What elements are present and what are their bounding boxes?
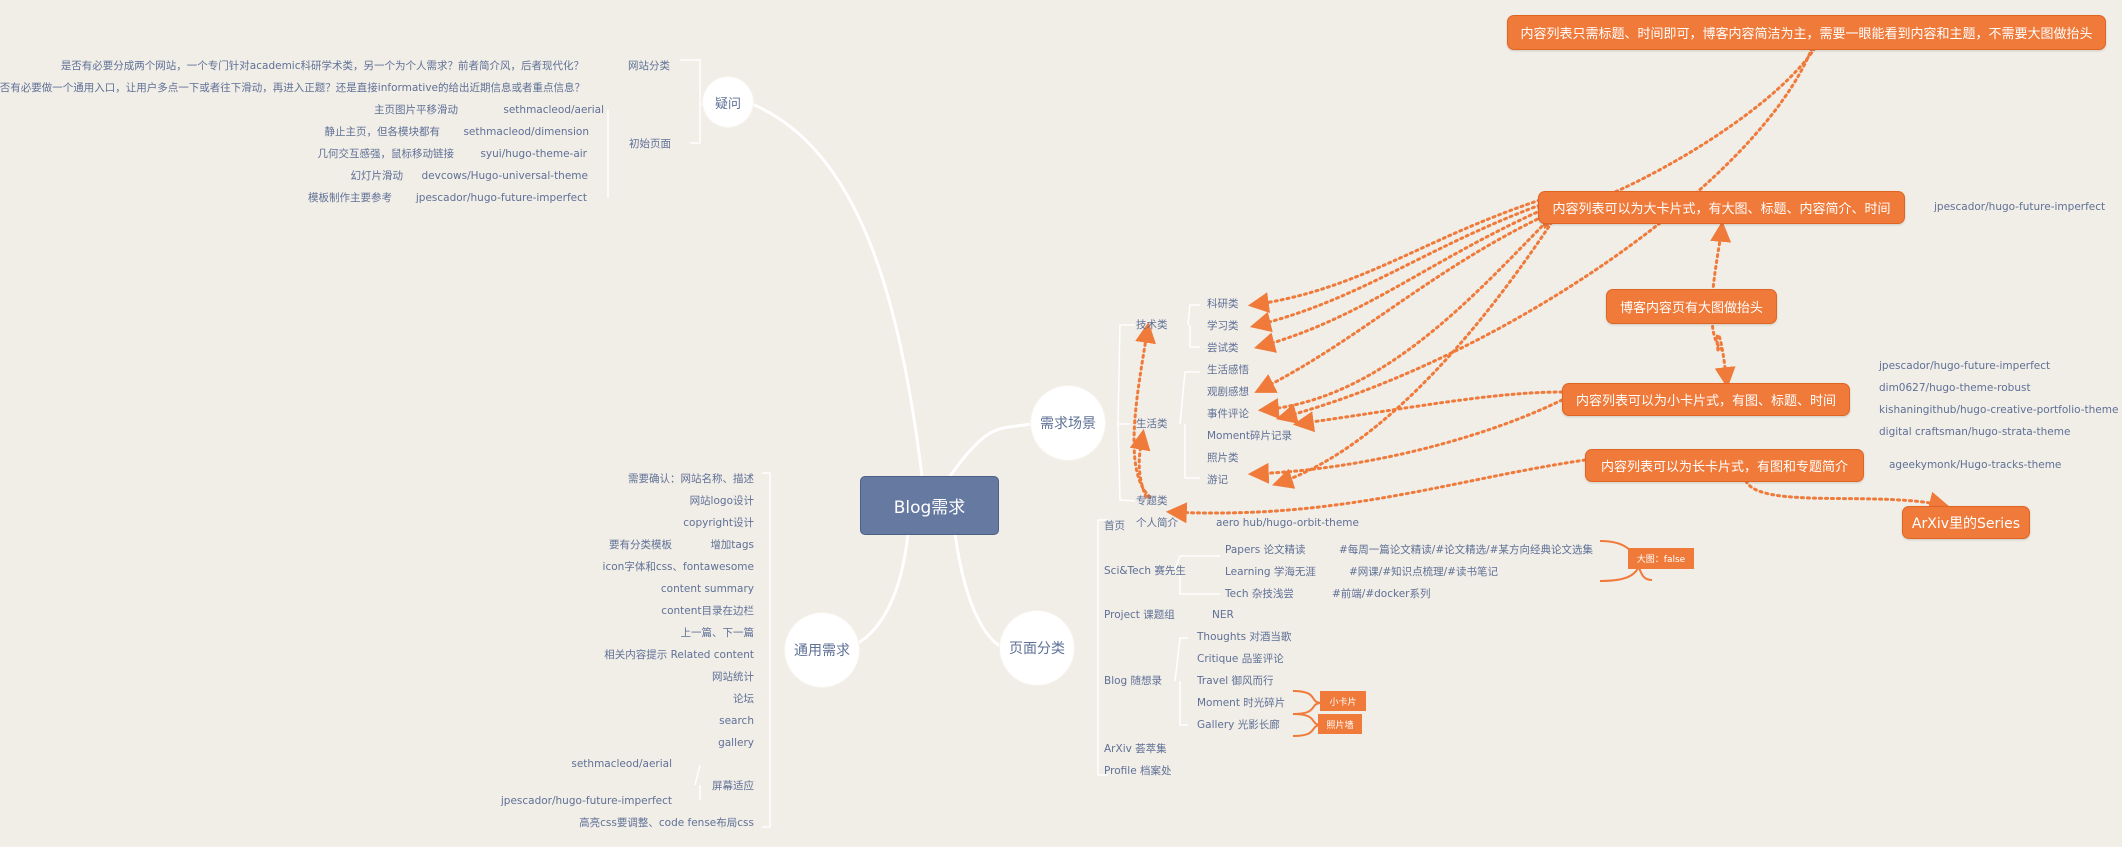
general-item-7: 上一篇、下一篇: [680, 627, 755, 639]
page-papers-ref: #每周一篇论文精读/#论文精选/#某方向经典论文选集: [1339, 544, 1593, 556]
site-split-question: 是否有必要分成两个网站，一个专门针对academic科研学术类，另一个为个人需求…: [60, 60, 584, 72]
initial-page-desc-5: 模板制作主要参考: [308, 192, 392, 204]
note-arxiv-series[interactable]: ArXiv里的Series: [1902, 506, 2030, 539]
general-item-12: gallery: [718, 737, 754, 749]
initial-page-ref-3: syui/hugo-theme-air: [480, 148, 587, 160]
page-home: 首页: [1104, 520, 1125, 532]
scenario-life: 生活类: [1136, 418, 1168, 430]
note-long-card-ref: ageekymonk/Hugo-tracks-theme: [1889, 459, 2062, 471]
initial-page-desc-4: 幻灯片滑动: [350, 170, 404, 182]
page-home-profile: 个人简介: [1136, 517, 1178, 529]
branch-pages[interactable]: 页面分类: [1000, 611, 1074, 685]
initial-page-ref-1: sethmacleod/aerial: [503, 104, 604, 116]
scenario-life-5: 照片类: [1207, 452, 1239, 464]
page-tech: Tech 杂技浅尝: [1225, 588, 1294, 600]
note-small-card[interactable]: 内容列表可以为小卡片式，有图、标题、时间: [1562, 383, 1850, 416]
root-node[interactable]: Blog需求: [860, 476, 999, 535]
page-blog-item-5: Gallery 光影长廊: [1197, 719, 1280, 731]
general-item-3: copyright设计: [683, 517, 754, 529]
site-split-label: 网站分类: [628, 60, 670, 72]
general-item-10: 论坛: [733, 693, 754, 705]
note-small-card-ref-1: jpescador/hugo-future-imperfect: [1879, 360, 2051, 372]
scenario-life-4: Moment碎片记录: [1207, 430, 1292, 442]
page-blog-item-4: Moment 时光碎片: [1197, 697, 1286, 709]
photo-wall-tag: 照片墙: [1318, 714, 1362, 734]
page-blog-item-2: Critique 品鉴评论: [1197, 653, 1284, 665]
branch-questions[interactable]: 疑问: [703, 77, 753, 127]
note-big-header[interactable]: 博客内容页有大图做抬头: [1606, 289, 1777, 324]
initial-page-desc-1: 主页图片平移滑动: [374, 104, 458, 116]
initial-page-label: 初始页面: [629, 138, 671, 150]
page-papers: Papers 论文精读: [1225, 544, 1306, 556]
general-adapt: 屏幕适应: [712, 780, 754, 792]
general-tags: 增加tags: [710, 539, 754, 551]
general-item-4: icon字体和css、fontawesome: [602, 561, 754, 573]
scenario-life-6: 游记: [1207, 474, 1228, 486]
note-big-card-ref: jpescador/hugo-future-imperfect: [1934, 201, 2106, 213]
page-project-ref: NER: [1212, 609, 1234, 621]
page-tech-ref: #前端/#docker系列: [1332, 588, 1431, 600]
page-profile: Profile 档案处: [1104, 765, 1172, 777]
scenario-life-3: 事件评论: [1207, 408, 1249, 420]
branch-general[interactable]: 通用需求: [785, 613, 859, 687]
initial-page-ref-5: jpescador/hugo-future-imperfect: [415, 192, 587, 204]
general-item-1: 需要确认：网站名称、描述: [628, 473, 754, 485]
general-item-6: content目录在边栏: [661, 605, 754, 617]
note-long-card[interactable]: 内容列表可以为长卡片式，有图和专题简介: [1585, 449, 1864, 482]
general-item-5: content summary: [660, 583, 754, 595]
scenario-tech-trial: 尝试类: [1207, 342, 1239, 354]
general-adapt-ref-1: sethmacleod/aerial: [571, 758, 672, 770]
general-item-11: search: [719, 715, 754, 727]
page-scitech: Sci&Tech 赛先生: [1104, 565, 1186, 577]
page-learning: Learning 学海无涯: [1225, 566, 1316, 578]
general-item-2: 网站logo设计: [689, 495, 754, 507]
general-item-9: 网站统计: [712, 671, 754, 683]
initial-page-desc-3: 几何交互感强，鼠标移动链接: [317, 148, 455, 160]
general-tags-parent: 要有分类模板: [609, 539, 672, 551]
scenario-tech: 技术类: [1136, 319, 1168, 331]
general-adapt-ref-2: jpescador/hugo-future-imperfect: [500, 795, 672, 807]
page-learning-ref: #网课/#知识点梳理/#读书笔记: [1349, 566, 1498, 578]
small-card-tag: 小卡片: [1320, 691, 1366, 711]
note-small-card-ref-2: dim0627/hugo-theme-robust: [1879, 382, 2031, 394]
page-project: Project 课题组: [1104, 609, 1175, 621]
general-highlight: 高亮css要调整、code fense布局css: [579, 817, 754, 829]
page-home-ref: aero hub/hugo-orbit-theme: [1216, 517, 1359, 529]
initial-page-ref-2: sethmacleod/dimension: [463, 126, 589, 138]
page-blog-item-1: Thoughts 对酒当歌: [1197, 631, 1292, 643]
initial-page-desc-2: 静止主页，但各模块都有: [324, 126, 441, 138]
scenario-tech-learning: 学习类: [1207, 320, 1239, 332]
page-arxiv: ArXiv 荟萃集: [1104, 743, 1167, 755]
general-item-8: 相关内容提示 Related content: [604, 649, 754, 661]
note-simple-list[interactable]: 内容列表只需标题、时间即可，博客内容简洁为主，需要一眼能看到内容和主题，不需要大…: [1507, 15, 2106, 50]
scenario-life-1: 生活感悟: [1207, 364, 1249, 376]
note-small-card-ref-3: kishaningithub/hugo-creative-portfolio-t…: [1879, 404, 2119, 416]
scenario-tech-research: 科研类: [1207, 298, 1239, 310]
note-big-card[interactable]: 内容列表可以为大卡片式，有大图、标题、内容简介、时间: [1538, 191, 1905, 224]
page-blog-item-3: Travel 御风而行: [1197, 675, 1274, 687]
bigpic-false-tag: 大图：false: [1628, 548, 1694, 569]
home-entry-question: 是否有必要做一个通用入口，让用户多点一下或者往下滑动，再进入正题？还是直接inf…: [0, 82, 585, 94]
scenario-topic: 专题类: [1136, 495, 1168, 507]
page-blog: Blog 随想录: [1104, 675, 1163, 687]
note-small-card-ref-4: digital craftsman/hugo-strata-theme: [1879, 426, 2071, 438]
scenario-life-2: 观剧感想: [1207, 386, 1249, 398]
branch-scenarios[interactable]: 需求场景: [1031, 386, 1105, 460]
initial-page-ref-4: devcows/Hugo-universal-theme: [421, 170, 588, 182]
